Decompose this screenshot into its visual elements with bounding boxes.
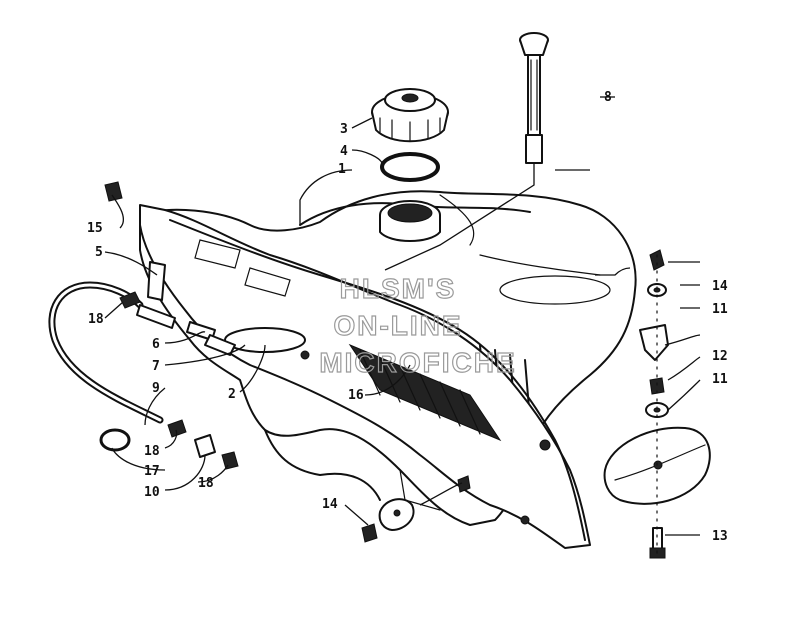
callout-6: 6 (152, 337, 160, 352)
fuel-cap (371, 88, 449, 143)
callout-18-left: 18 (88, 312, 104, 327)
mounting-hardware (603, 249, 711, 559)
cap-gasket (380, 152, 440, 182)
tank-side-cover (139, 204, 591, 549)
callout-12: 12 (712, 349, 728, 364)
hose-clamp (99, 428, 131, 452)
watermark-line-2: ON-LINE (333, 310, 462, 341)
callout-15: 15 (87, 221, 103, 236)
callout-labels: 1 2 3 4 5 6 7 8 9 10 11 11 12 13 14 14 1… (87, 90, 728, 544)
callout-3: 3 (340, 122, 348, 137)
callout-9: 9 (152, 381, 160, 396)
watermark: HLSM'S ON-LINE MICROFICHE (319, 272, 516, 378)
callout-13: 13 (712, 529, 728, 544)
leader-lines (104, 96, 701, 536)
callout-16: 16 (348, 388, 364, 403)
fuel-gauge-sender (519, 32, 549, 164)
callout-2: 2 (228, 387, 236, 402)
fittings (104, 181, 239, 470)
callout-10: 10 (144, 485, 160, 500)
callout-14-bottom: 14 (322, 497, 338, 512)
watermark-line-1: HLSM'S (340, 273, 457, 304)
lower-hardware (361, 475, 471, 543)
callout-14-right: 14 (712, 279, 728, 294)
fuel-hose (48, 281, 164, 424)
callout-4: 4 (340, 144, 348, 159)
callout-5: 5 (95, 245, 103, 260)
callout-11-upper: 11 (712, 302, 728, 317)
callout-1: 1 (338, 162, 346, 177)
watermark-line-3: MICROFICHE (319, 347, 516, 378)
callout-8: 8 (604, 90, 612, 105)
callout-17: 17 (144, 464, 160, 479)
callout-7: 7 (152, 359, 160, 374)
callout-11-lower: 11 (712, 372, 728, 387)
callout-18-middle: 18 (144, 444, 160, 459)
callout-18-right: 18 (198, 476, 214, 491)
